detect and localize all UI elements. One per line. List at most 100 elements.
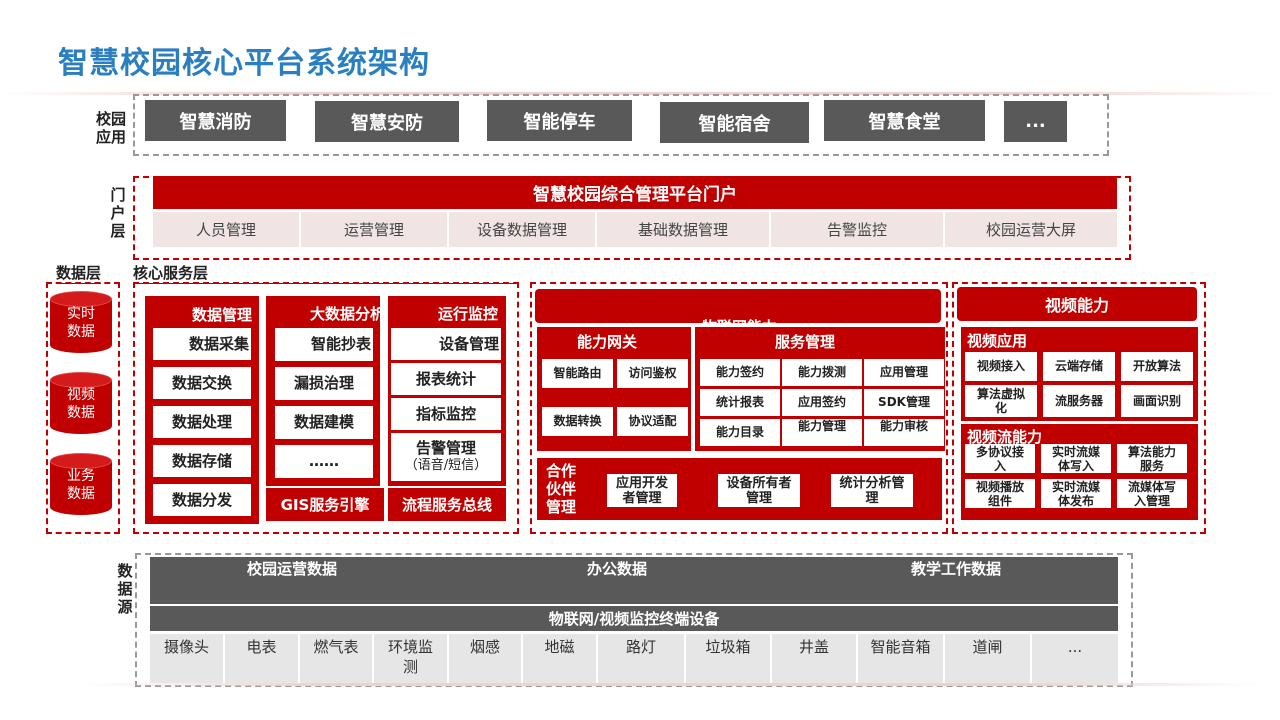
portal-item-base-data[interactable]: 基础数据管理 [597,212,771,247]
campus-app-fire[interactable]: 智慧消防 [145,100,286,141]
sdk-mgmt-button[interactable]: SDK管理 [864,389,944,416]
algo-virtual-button[interactable]: 算法虚拟 化 [965,385,1037,417]
top-divider [0,92,1280,95]
access-auth-button[interactable]: 访问鉴权 [617,359,688,388]
bigdata-more-button[interactable]: …… [275,445,373,478]
report-stats-button[interactable]: 报表统计 [391,363,501,395]
device-mgmt-button[interactable]: 设备管理 [391,328,501,360]
multi-protocol-button[interactable]: 多协议接 入 [965,444,1035,473]
device-smoke: 烟感 [449,634,523,683]
service-title: 服务管理 [775,333,836,351]
flow-bus-button[interactable]: 流程服务总线 [388,488,506,521]
smart-meter-button[interactable]: 智能抄表 [275,328,373,361]
data-distribute-button[interactable]: 数据分发 [153,484,251,516]
campus-app-dorm[interactable]: 智能宿舍 [660,102,809,143]
iot-frame [530,282,948,534]
alarm-mgmt-button[interactable]: 告警管理 （语音/短信） [391,433,501,481]
cloud-storage-button[interactable]: 云端存储 [1043,352,1115,381]
gis-engine-button[interactable]: GIS服务引擎 [266,488,384,521]
stats-report-button[interactable]: 统计报表 [700,389,780,416]
portal-item-device-data[interactable]: 设备数据管理 [449,212,597,247]
ops-title: 运行监控 [438,305,499,323]
portal-menu: 人员管理 运营管理 设备数据管理 基础数据管理 告警监控 校园运营大屏 [153,212,1117,247]
metric-monitor-button[interactable]: 指标监控 [391,398,501,430]
data-layer-label: 数据层 [56,264,102,284]
service-grid: 能力签约 能力拨测 应用管理 统计报表 应用签约 SDK管理 能力目录 能力管理… [700,359,944,447]
data-modeling-button[interactable]: 数据建模 [275,406,373,439]
business-data-cylinder: 业务 数据 [50,453,112,515]
device-smart-speaker: 智能音箱 [858,634,945,683]
alarm-mgmt-label: 告警管理 [415,439,476,457]
device-manhole: 井盖 [772,634,858,683]
data-storage-button[interactable]: 数据存储 [153,445,251,477]
campus-app-security[interactable]: 智慧安防 [315,101,459,142]
protocol-adapt-button[interactable]: 协议适配 [617,407,688,436]
stream-server-button[interactable]: 流服务器 [1043,385,1115,417]
portal-item-big-screen[interactable]: 校园运营大屏 [945,212,1117,247]
video-data-cylinder: 视频 数据 [50,372,112,434]
business-data-label: 业务 数据 [67,468,95,502]
portal-title: 智慧校园综合管理平台门户 [153,176,1117,209]
ability-review-button[interactable]: 能力审核 [864,419,944,446]
iot-header [535,289,941,323]
app-mgmt-button[interactable]: 应用管理 [864,359,944,386]
portal-label: 门 户 层 [110,186,126,240]
device-env-monitor: 环境监 测 [374,634,449,683]
app-developer-mgmt-button[interactable]: 应用开发 者管理 [607,474,677,507]
campus-app-parking[interactable]: 智能停车 [487,100,632,141]
realtime-data-label: 实时 数据 [67,306,95,340]
gateway-title: 能力网关 [577,333,638,351]
device-gas-meter: 燃气表 [300,634,374,683]
office-data: 办公数据 [587,560,648,578]
campus-app-more[interactable]: ... [1004,101,1067,142]
video-app-title: 视频应用 [967,332,1028,350]
portal-item-people[interactable]: 人员管理 [153,212,301,247]
stream-write-mgmt-button[interactable]: 流媒体写 入管理 [1117,479,1187,508]
campus-app-label: 校园 应用 [95,110,126,146]
core-frame [133,282,519,534]
device-gate: 道闸 [945,634,1032,683]
video-player-button[interactable]: 视频播放 组件 [965,479,1035,508]
video-access-button[interactable]: 视频接入 [965,352,1037,381]
video-title: 视频能力 [957,287,1197,321]
device-geomagnetic: 地磁 [523,634,598,683]
open-algorithm-button[interactable]: 开放算法 [1121,352,1193,381]
device-camera: 摄像头 [150,634,225,683]
video-stream-grid: 多协议接 入 实时流媒 体写入 算法能力 服务 视频播放 组件 实时流媒 体发布… [965,444,1195,508]
source-label: 数 据 源 [117,562,133,616]
data-convert-button[interactable]: 数据转换 [542,407,613,436]
alarm-mgmt-sub: （语音/短信） [404,458,488,473]
ability-probe-button[interactable]: 能力拨测 [782,359,862,386]
portal-item-alarm[interactable]: 告警监控 [771,212,945,247]
stream-publish-button[interactable]: 实时流媒 体发布 [1041,479,1111,508]
campus-ops-data: 校园运营数据 [247,560,338,578]
ability-catalog-button[interactable]: 能力目录 [700,419,780,446]
device-more: ... [1032,634,1118,683]
ability-contract-button[interactable]: 能力签约 [700,359,780,386]
bottom-divider [80,683,1260,686]
device-streetlight: 路灯 [598,634,686,683]
device-owner-mgmt-button[interactable]: 设备所有者 管理 [718,474,800,507]
data-exchange-button[interactable]: 数据交换 [153,367,251,399]
data-layer-frame [46,282,120,534]
image-recognition-button[interactable]: 画面识别 [1121,385,1193,417]
core-layer-label: 核心服务层 [133,262,519,284]
source-top-bar [150,557,1118,604]
algo-service-button[interactable]: 算法能力 服务 [1117,444,1187,473]
portal-item-operations[interactable]: 运营管理 [301,212,449,247]
campus-app-frame [133,94,1109,156]
leak-control-button[interactable]: 漏损治理 [275,367,373,400]
video-data-label: 视频 数据 [67,387,95,421]
campus-app-canteen[interactable]: 智慧食堂 [824,100,985,141]
smart-routing-button[interactable]: 智能路由 [542,359,613,388]
teaching-data: 教学工作数据 [911,560,1002,578]
data-process-button[interactable]: 数据处理 [153,406,251,438]
data-collect-button[interactable]: 数据采集 [153,328,251,360]
bigdata-title: 大数据分析 [310,305,386,323]
stream-write-button[interactable]: 实时流媒 体写入 [1041,444,1111,473]
video-stream-title: 视频流能力 [967,428,1043,446]
device-meter: 电表 [225,634,300,683]
app-contract-button[interactable]: 应用签约 [782,389,862,416]
stats-analysis-mgmt-button[interactable]: 统计分析管 理 [831,474,913,507]
ability-mgmt-button[interactable]: 能力管理 [782,419,862,446]
